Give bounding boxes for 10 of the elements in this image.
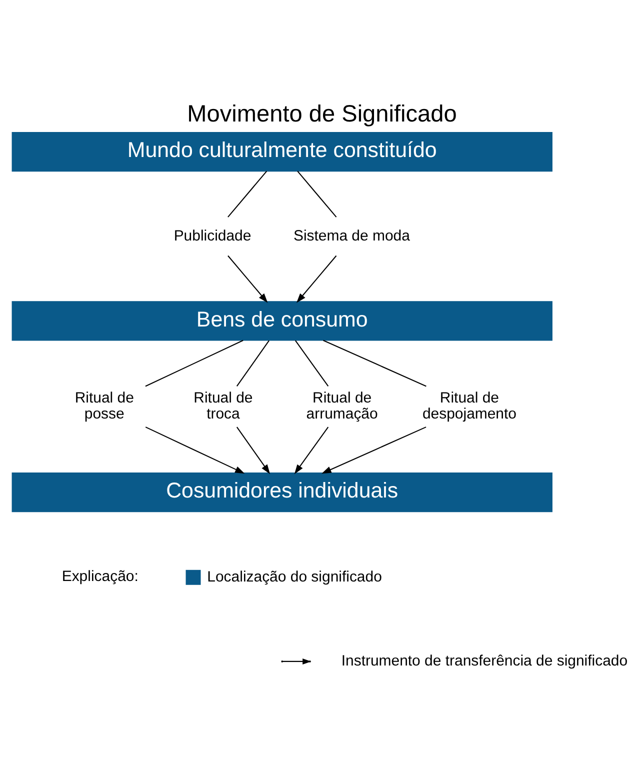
diagram-title: Movimento de Significado — [187, 100, 457, 126]
node-text: Ritual de despojamento — [422, 389, 517, 422]
node-text: Ritual de posse — [74, 389, 134, 422]
legend-label: Instrumento de transferência de significado — [341, 652, 628, 669]
node-text: Sistema de moda — [293, 226, 410, 244]
node-text: Ritual de arrumação — [306, 389, 378, 422]
label: Explicação: — [62, 567, 138, 584]
node-text: Ritual de troca — [194, 389, 253, 422]
node-text: Publicidade — [174, 226, 252, 244]
legend-label: Localização do significado — [207, 568, 382, 585]
